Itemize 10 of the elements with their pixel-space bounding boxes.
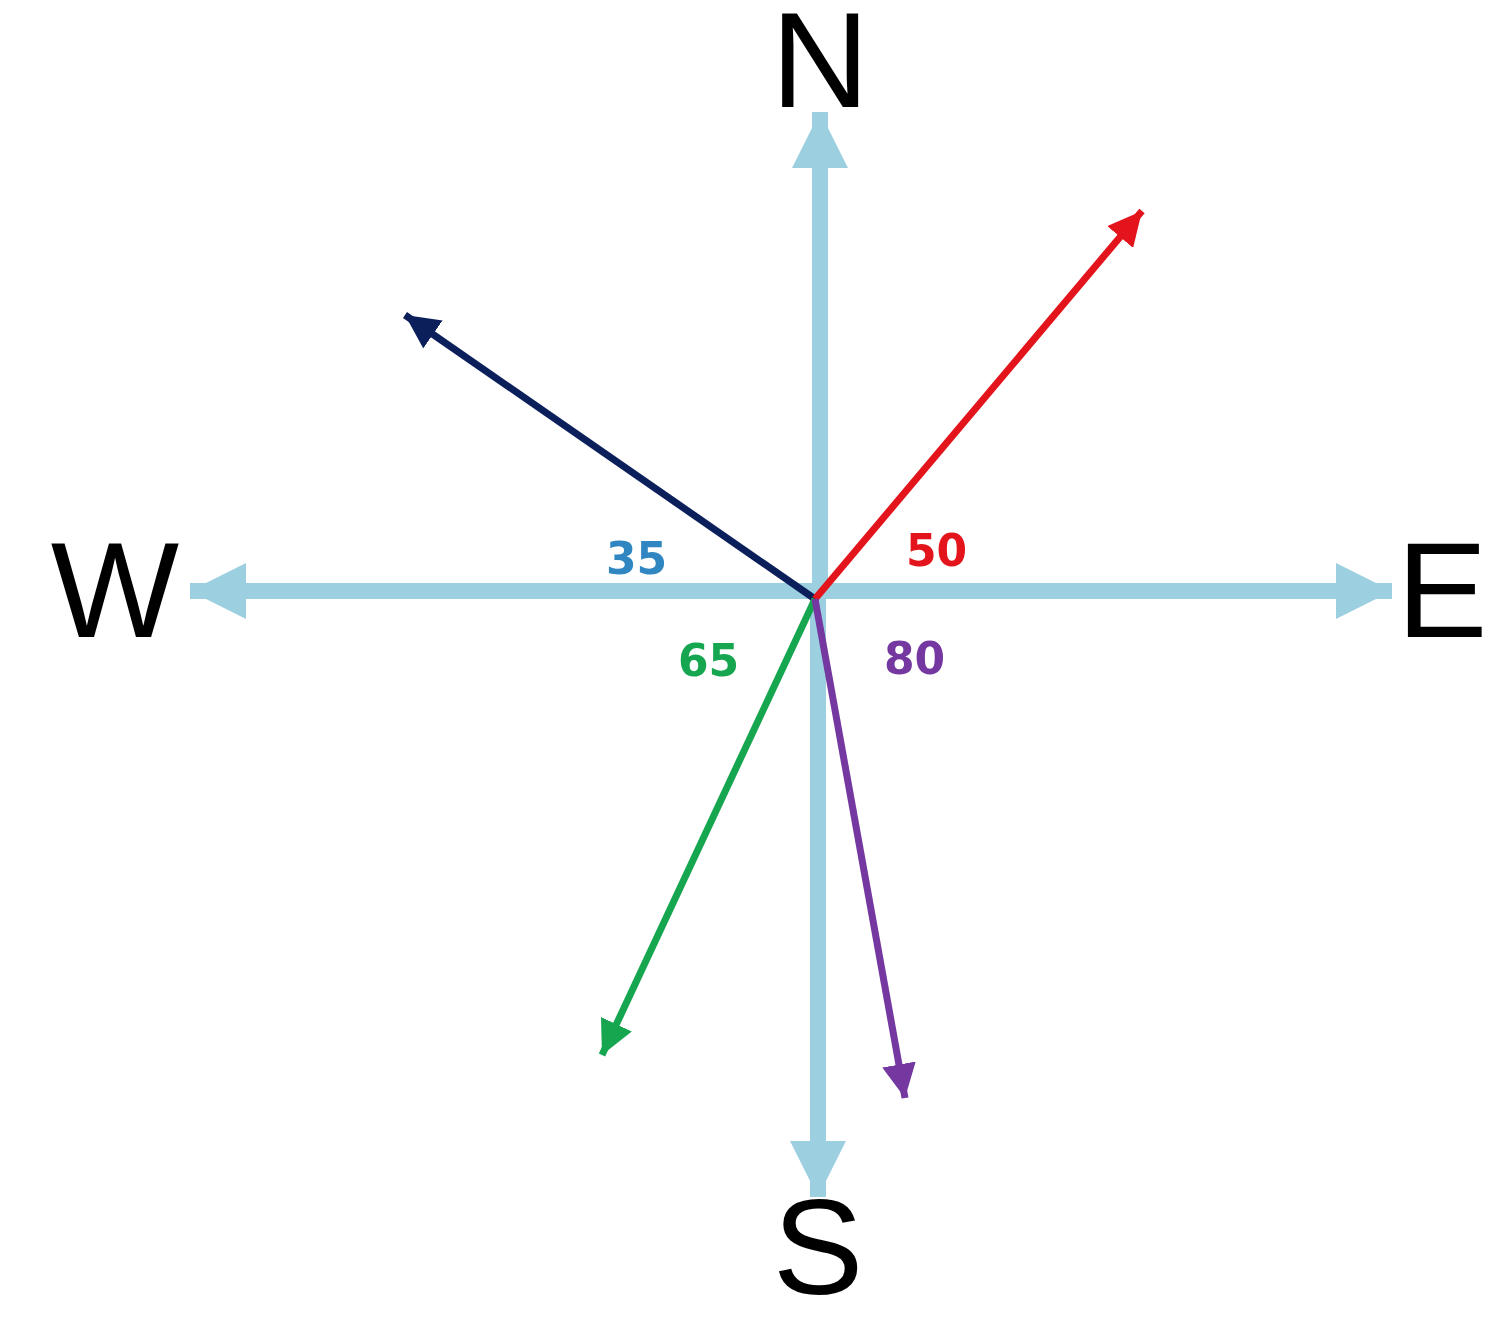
compass-axis-arrow [790, 599, 846, 1197]
angle-label: 35 [606, 535, 668, 583]
compass-direction-letter: N [770, 10, 870, 112]
angle-label: 80 [884, 635, 946, 683]
compass-direction-letter: S [768, 1197, 868, 1299]
compass-axis-arrow [190, 563, 815, 619]
angle-label: 50 [906, 527, 968, 575]
compass-direction-letter: W [40, 540, 190, 642]
compass-direction-letter: E [1392, 540, 1492, 642]
angle-label: 65 [678, 637, 740, 685]
